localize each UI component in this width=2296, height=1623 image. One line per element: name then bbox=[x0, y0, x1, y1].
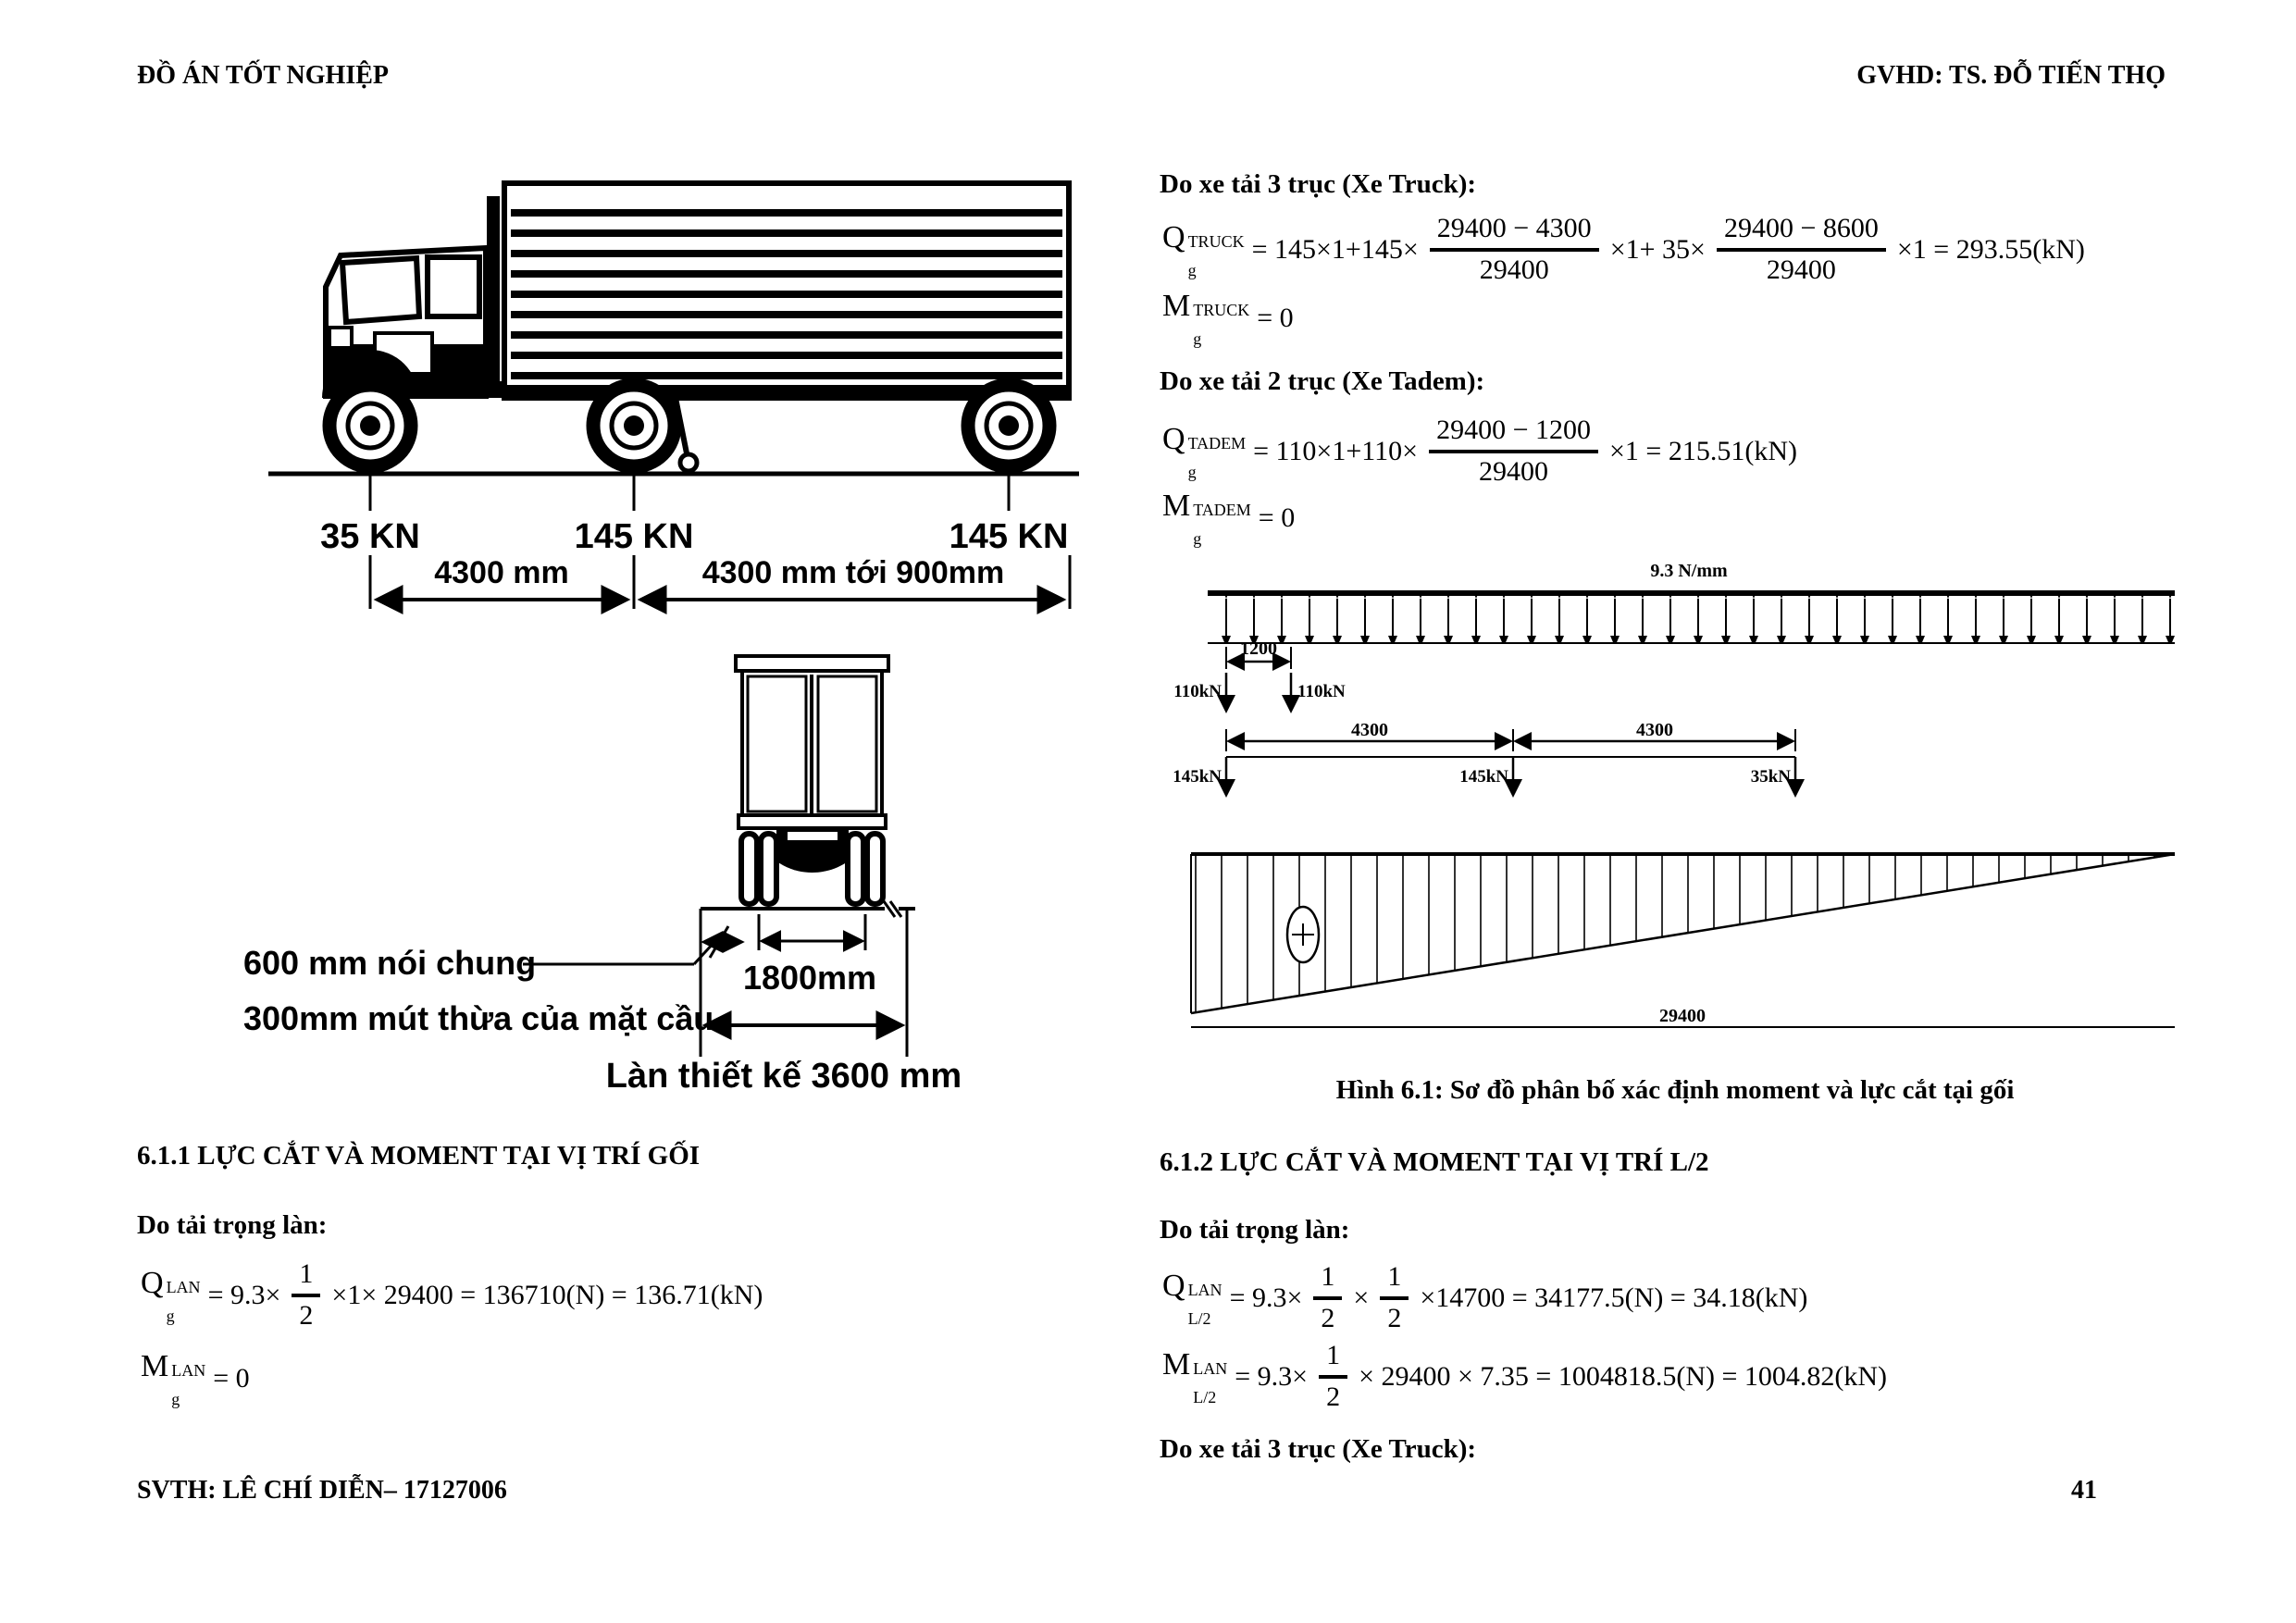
truck3-heading-top: Do xe tải 3 trục (Xe Truck): bbox=[1160, 169, 1477, 199]
cargo-stripes bbox=[511, 209, 1062, 379]
windshield bbox=[339, 254, 423, 326]
header-right: GVHD: TS. ĐỖ TIẾN THỌ bbox=[1856, 61, 2166, 90]
truck-load-1: 145kN bbox=[1173, 767, 1222, 787]
page-number: 41 bbox=[2071, 1476, 2097, 1505]
cab bbox=[322, 244, 489, 399]
udl-diagram bbox=[1208, 590, 2175, 644]
axle-load-2: 145 KN bbox=[575, 517, 694, 556]
tadem-heading: Do xe tải 2 trục (Xe Tadem): bbox=[1160, 366, 1485, 396]
deck-label-2: 300mm mút thừa của mặt cầu bbox=[243, 999, 714, 1037]
section-heading-612: 6.1.2 LỰC CẮT VÀ MOMENT TẠI VỊ TRÍ L/2 bbox=[1160, 1147, 1709, 1177]
truck3-heading-bottom: Do xe tải 3 trục (Xe Truck): bbox=[1160, 1434, 1477, 1464]
lane-load-heading-right: Do tải trọng làn: bbox=[1160, 1215, 1350, 1245]
section-heading-611: 6.1.1 LỰC CẮT VÀ MOMENT TẠI VỊ TRÍ GỐI bbox=[137, 1141, 701, 1171]
truck-load-diagram bbox=[1217, 729, 1805, 798]
axle-load-1: 35 KN bbox=[320, 517, 420, 556]
header-left: ĐỒ ÁN TỐT NGHIỆP bbox=[137, 61, 390, 90]
truck-spacing-dim-1: 4300 bbox=[1351, 720, 1388, 740]
rear-truck-drawing bbox=[734, 654, 890, 907]
tandem-load-left: 110kN bbox=[1173, 682, 1222, 701]
truck-spacing-dim-2: 4300 bbox=[1636, 720, 1673, 740]
tandem-spacing-dim: 1200 bbox=[1240, 638, 1277, 659]
truck-load-3: 35kN bbox=[1751, 767, 1792, 787]
axle-spacing-2: 4300 mm tới 900mm bbox=[702, 555, 1005, 590]
truck-load-2: 145kN bbox=[1459, 767, 1508, 787]
wheel-spacing-dim: 1800mm bbox=[743, 959, 876, 997]
influence-line-diagram bbox=[1190, 852, 2176, 1028]
axle bbox=[762, 845, 863, 873]
tandem-diagram bbox=[1217, 647, 1300, 713]
door-window bbox=[425, 254, 482, 319]
design-lane-label: Làn thiết kế 3600 mm bbox=[606, 1057, 962, 1096]
lane-load-heading-left: Do tải trọng làn: bbox=[137, 1210, 328, 1240]
lane-drawing bbox=[523, 900, 915, 1057]
wheels bbox=[322, 378, 1057, 474]
tandem-load-right: 110kN bbox=[1297, 682, 1346, 701]
dimension-ticks bbox=[368, 555, 1072, 609]
footer-author: SVTH: LÊ CHÍ DIỄN– 17127006 bbox=[137, 1476, 507, 1505]
figure-caption: Hình 6.1: Sơ đồ phân bố xác định moment … bbox=[1335, 1075, 2015, 1105]
rear-wheels bbox=[738, 831, 886, 907]
hinh61-figure: 9.3 N/mm 1200 110kN 110kN bbox=[1173, 561, 2176, 1028]
truck-side-figure: 35 KN 145 KN 145 KN 4300 mm 4300 mm tới … bbox=[268, 180, 1079, 614]
deck-label-1: 600 mm nói chung bbox=[243, 944, 536, 982]
axle-spacing-1: 4300 mm bbox=[434, 555, 569, 590]
span-length-label: 29400 bbox=[1659, 1006, 1706, 1026]
truck-rear-figure: 600 mm nói chung 300mm mút thừa của mặt … bbox=[243, 654, 962, 1096]
truck-drawing bbox=[268, 180, 1079, 511]
udl-label: 9.3 N/mm bbox=[1650, 561, 1728, 581]
exhaust-stack bbox=[487, 196, 500, 396]
axle-load-3: 145 KN bbox=[949, 517, 1069, 556]
